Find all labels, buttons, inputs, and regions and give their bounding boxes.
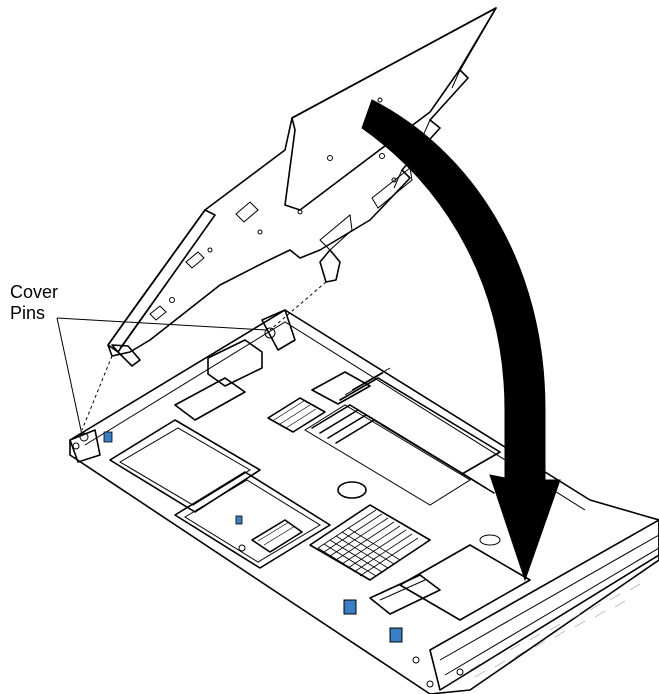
cover-pin-right (264, 327, 276, 339)
power-connector (207, 339, 263, 387)
io-expansion-bay (399, 534, 531, 621)
callout-pins-label: Pins (10, 303, 46, 323)
close-direction-arrow (361, 99, 561, 582)
cover-pin-left (79, 432, 89, 442)
battery (337, 481, 367, 499)
memory-slots (304, 367, 501, 506)
front-bezel-pattern (469, 583, 641, 678)
front-screws (238, 544, 464, 688)
alignment-guides (81, 281, 327, 431)
server-cover (107, 7, 497, 367)
left-latch-blue (103, 431, 113, 443)
mid-latch-blue (235, 515, 243, 525)
front-panel-connectors (369, 574, 441, 615)
chipset-heatsink (267, 397, 326, 433)
front-release-blue-2 (389, 627, 403, 643)
front-release-blue-1 (343, 599, 357, 615)
callout-cover-label: Cover (10, 282, 59, 302)
processor-heatsink (309, 504, 431, 581)
small-heatsink (251, 519, 303, 553)
rear-connector-block (311, 371, 371, 405)
callout-leaders (56, 317, 267, 436)
drive-bays (109, 377, 331, 569)
blade-chassis (69, 309, 659, 694)
